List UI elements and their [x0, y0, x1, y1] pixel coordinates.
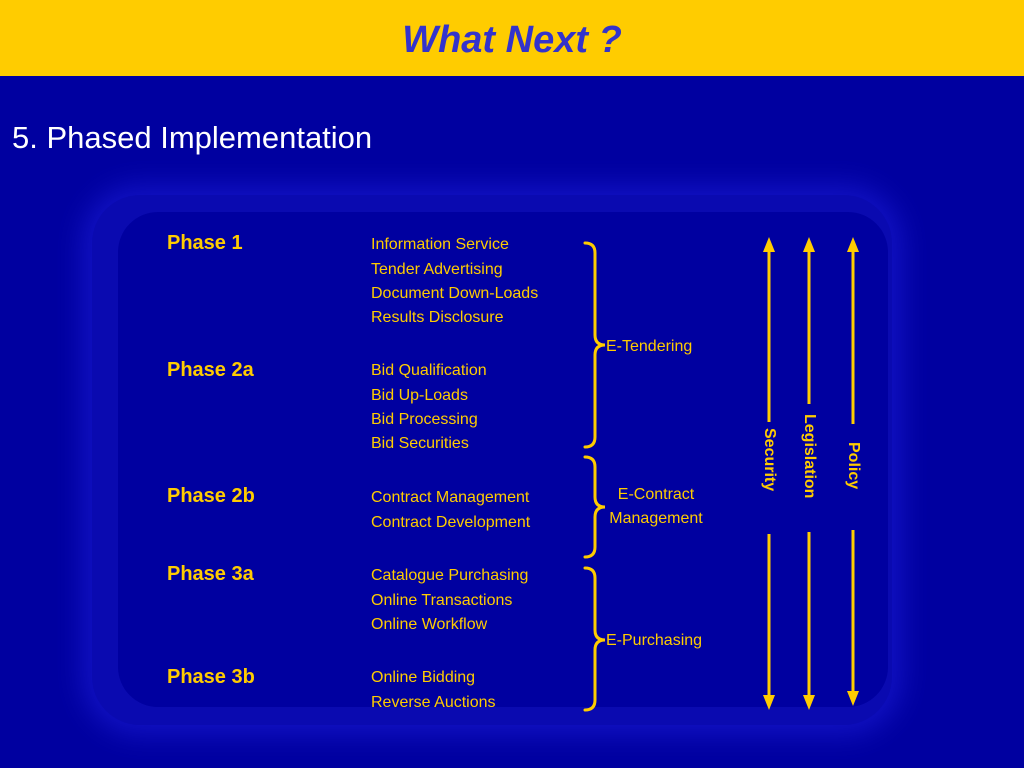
phase-item: Bid Up-Loads — [371, 387, 468, 404]
brace-e-purchasing — [583, 566, 606, 712]
security-label: Security — [761, 428, 778, 492]
phase-item: Online Bidding — [371, 669, 476, 686]
group-e-purchasing: E-Purchasing — [606, 629, 702, 653]
phase-item: Tender Advertising — [371, 261, 503, 278]
phase-item: Contract Management — [371, 489, 530, 506]
phase-2a-label: Phase 2a — [167, 359, 254, 381]
security-arrowhead-up — [763, 237, 775, 252]
group-label-line: E-Tendering — [606, 338, 693, 355]
policy-arrowhead-down — [847, 691, 859, 706]
group-label-line: E-Purchasing — [606, 632, 703, 649]
legislation-arrowhead-up — [803, 237, 815, 252]
phase-item: Online Transactions — [371, 592, 513, 609]
legislation-label: Legislation — [801, 414, 818, 499]
phase-3b-label: Phase 3b — [167, 666, 255, 688]
security-arrowhead-down — [763, 695, 775, 710]
group-label-line: E-Contract — [617, 486, 695, 503]
policy-label: Policy — [845, 442, 862, 490]
section-subtitle: 5. Phased Implementation — [12, 120, 373, 155]
phase-item: Document Down-Loads — [371, 285, 539, 302]
brace-e-contract — [583, 455, 606, 559]
phase-item: Information Service — [371, 236, 509, 253]
phase-item: Catalogue Purchasing — [371, 567, 529, 584]
phase-2b-label: Phase 2b — [167, 485, 255, 507]
title-bar — [0, 0, 1024, 76]
policy-arrowhead-up — [847, 237, 859, 252]
legislation-arrowhead-down — [803, 695, 815, 710]
content-panel — [118, 212, 888, 707]
phase-item: Bid Securities — [371, 435, 469, 452]
phase-3a-label: Phase 3a — [167, 563, 254, 585]
phase-item: Online Workflow — [371, 616, 488, 633]
phase-item: Bid Qualification — [371, 362, 487, 379]
phase-1-label: Phase 1 — [167, 232, 243, 254]
group-e-tendering: E-Tendering — [606, 335, 692, 359]
phase-item: Results Disclosure — [371, 309, 504, 326]
group-label-line: Management — [609, 510, 703, 527]
phase-item: Bid Processing — [371, 411, 478, 428]
phase-item: Contract Development — [371, 514, 531, 531]
phase-item: Reverse Auctions — [371, 694, 496, 711]
group-e-contract-management: E-Contract Management — [606, 483, 706, 531]
slide-title: What Next ? — [402, 19, 622, 61]
brace-e-tendering — [583, 241, 606, 449]
